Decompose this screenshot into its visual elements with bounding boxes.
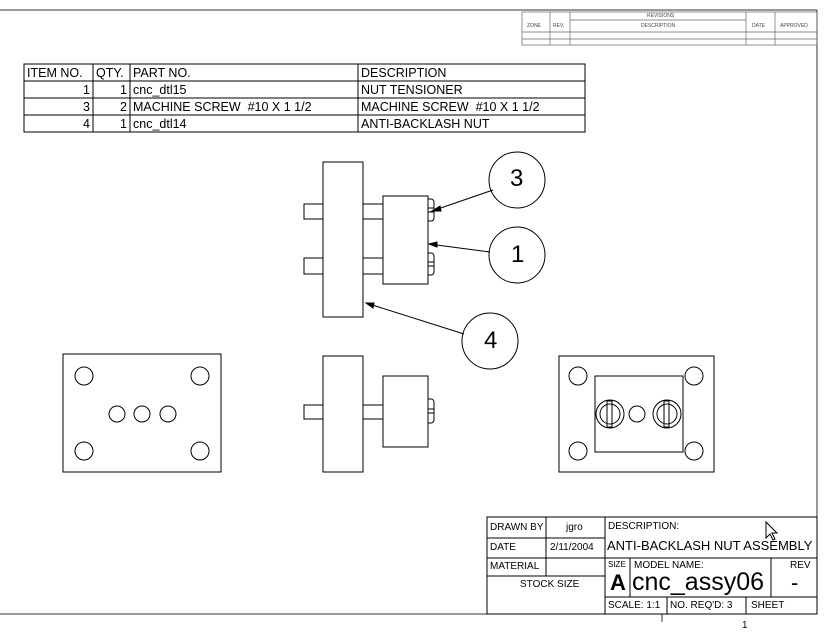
material-label: MATERIAL [490,561,540,572]
drawn-by-label: DRAWN BY [490,522,544,533]
bom-qty: 1 [120,117,127,131]
drawn-by-value: jgro [566,522,583,533]
revisions-title: REVISIONS [647,13,675,19]
bom-desc: MACHINE SCREW #10 X 1 1/2 [361,100,540,114]
model-name-value: cnc_assy06 [632,568,765,596]
description-value: ANTI-BACKLASH NUT ASSEMBLY [607,538,813,553]
rev-value: - [791,570,799,595]
bom-part: cnc_dtl14 [133,117,187,131]
rev-col-rev: REV. [553,23,565,29]
size-value: A [610,570,626,595]
bom-desc: ANTI-BACKLASH NUT [361,117,490,131]
rev-col-zone: ZONE [527,23,541,29]
rev-col-description: DESCRIPTION [641,23,676,29]
no-reqd-label: NO. REQ'D: 3 [670,600,733,611]
balloon-1-label: 1 [511,241,525,268]
balloon-4 [461,312,519,370]
date-value: 2/11/2004 [550,542,594,553]
sheet-value: 1 [742,620,748,631]
stock-size-label: STOCK SIZE [520,579,580,590]
bom-header-qty: QTY. [96,66,124,80]
bom-table-lines [23,63,586,133]
bom-header-part: PART NO. [133,66,191,80]
bom-item: 4 [83,117,90,131]
side-view [303,355,435,473]
sheet-label: SHEET [751,600,785,611]
rev-col-date: DATE [752,23,765,29]
rev-label: REV [790,560,811,571]
bom-part: cnc_dtl15 [133,83,187,97]
balloon-leaders [364,151,546,370]
front-view-left [62,353,222,473]
bom-header-item: ITEM NO. [27,66,83,80]
revisions-table-lines [521,11,818,46]
balloon-4-label: 4 [484,327,498,354]
bom-header-desc: DESCRIPTION [361,66,447,80]
rev-col-approved: APPROVED [780,23,808,29]
size-label: SIZE [608,560,626,569]
mouse-cursor-icon [765,520,779,541]
top-view [303,161,435,318]
front-view-right [558,355,715,473]
bom-qty: 1 [120,83,127,97]
description-label: DESCRIPTION: [608,521,680,532]
model-name-label: MODEL NAME: [634,560,704,571]
balloon-3 [488,151,546,209]
balloon-3-label: 3 [510,165,524,192]
bom-desc: NUT TENSIONER [361,83,463,97]
bom-part: MACHINE SCREW #10 X 1 1/2 [133,100,312,114]
bom-qty: 2 [120,100,127,114]
balloon-1 [488,226,546,284]
bom-item: 3 [83,100,90,114]
bom-item: 1 [83,83,90,97]
scale-label: SCALE: 1:1 [608,600,661,611]
title-block-lines [486,516,818,615]
date-label: DATE [490,542,516,553]
